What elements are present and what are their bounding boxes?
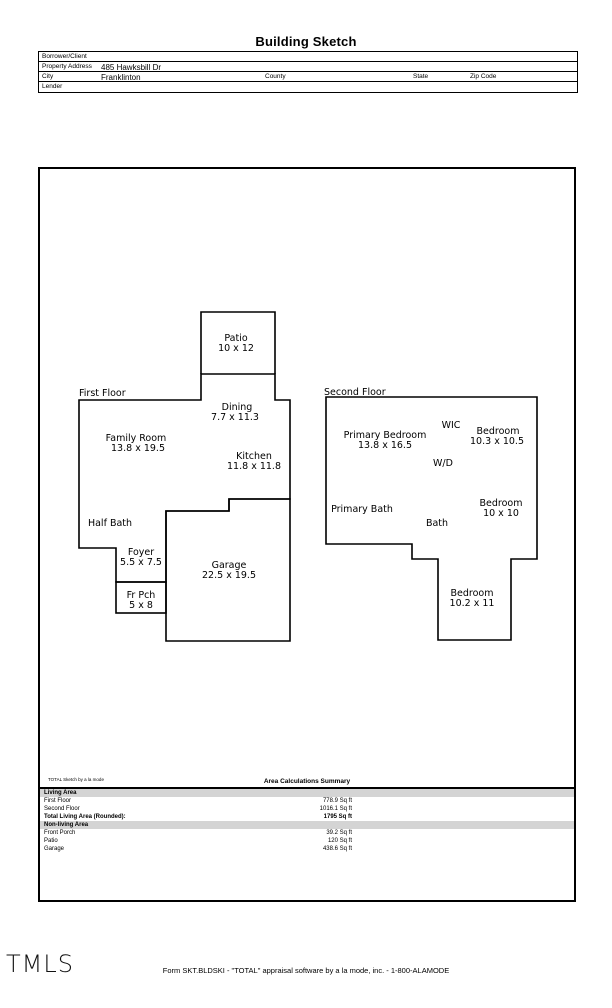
kitchen-size: 11.8 x 11.8 (227, 461, 281, 472)
borrower-label: Borrower/Client (42, 53, 87, 60)
second-floor-area-label: Second Floor (44, 806, 80, 812)
dining-size: 7.7 x 11.3 (211, 412, 259, 423)
borrower-row: Borrower/Client (39, 52, 577, 62)
state-label: State (413, 73, 429, 80)
address-row: Property Address 485 Hawksbill Dr (39, 62, 577, 72)
summary-title: Area Calculations Summary (263, 778, 351, 785)
second-floor-label: Second Floor (324, 387, 386, 398)
patio-area-value: 120 Sq ft (327, 838, 352, 844)
foyer-name: Foyer (128, 547, 154, 558)
front-porch-row: Front Porch 39.2 Sq ft (40, 829, 574, 837)
garage-area-label: Garage (44, 846, 65, 852)
second-floor-outline (325, 396, 538, 641)
tmls-logo: TMLS (6, 950, 74, 978)
foyer-size: 5.5 x 7.5 (120, 557, 162, 568)
second-floor-area-value: 1016.1 Sq ft (319, 806, 352, 812)
footer-text: Form SKT.BLDSKI - "TOTAL" appraisal soft… (162, 966, 450, 975)
bedroom-1-name: Bedroom (477, 426, 520, 437)
dining-name: Dining (222, 402, 253, 413)
header-table: Borrower/Client Property Address 485 Haw… (38, 51, 578, 93)
patio-size: 10 x 12 (218, 343, 254, 354)
total-living-label: Total Living Area (Rounded): (44, 814, 126, 820)
bath-name: Bath (426, 518, 448, 529)
garage-outline (165, 498, 291, 642)
bedroom-2-name: Bedroom (480, 498, 523, 509)
sketch-credit: TOTAL Sketch by a la mode (48, 777, 104, 782)
bedroom-2-size: 10 x 10 (483, 508, 519, 519)
family-room-name: Family Room (106, 433, 167, 444)
city-row: City Franklinton County State Zip Code (39, 72, 577, 82)
patio-outline (200, 311, 276, 374)
garage-size: 22.5 x 19.5 (202, 570, 256, 581)
front-porch-area-label: Front Porch (44, 830, 76, 836)
first-floor-row: First Floor 778.9 Sq ft (40, 797, 574, 805)
patio-name: Patio (224, 333, 247, 344)
garage-area-value: 438.6 Sq ft (322, 846, 352, 852)
first-floor-outline (78, 373, 291, 583)
city-label: City (42, 73, 54, 80)
wd-name: W/D (433, 458, 453, 469)
zip-label: Zip Code (470, 73, 497, 80)
primary-bedroom-name: Primary Bedroom (344, 430, 427, 441)
half-bath-name: Half Bath (88, 518, 132, 529)
first-floor-label: First Floor (79, 388, 126, 399)
garage-row: Garage 438.6 Sq ft (40, 845, 574, 853)
family-room-size: 13.8 x 19.5 (111, 443, 165, 454)
wic-name: WIC (442, 420, 461, 431)
sketch-frame (38, 167, 576, 902)
patio-row: Patio 120 Sq ft (40, 837, 574, 845)
front-porch-name: Fr Pch (127, 590, 156, 601)
non-living-area-header: Non-living Area (40, 821, 574, 829)
county-label: County (265, 73, 286, 80)
front-porch-size: 5 x 8 (129, 600, 153, 611)
primary-bath-name: Primary Bath (331, 504, 393, 515)
kitchen-name: Kitchen (236, 451, 272, 462)
living-area-header: Living Area (40, 789, 574, 797)
page-title: Building Sketch (255, 34, 357, 49)
front-porch-area-value: 39.2 Sq ft (326, 830, 352, 836)
first-floor-area-value: 778.9 Sq ft (322, 798, 352, 804)
bedroom-3-size: 10.2 x 11 (450, 598, 495, 609)
bedroom-1-size: 10.3 x 10.5 (470, 436, 524, 447)
address-label: Property Address (42, 63, 92, 70)
summary-table: Living Area First Floor 778.9 Sq ft Seco… (40, 787, 574, 853)
lender-label: Lender (42, 83, 63, 90)
total-living-row: Total Living Area (Rounded): 1795 Sq ft (40, 813, 574, 821)
address-value: 485 Hawksbill Dr (101, 63, 162, 72)
bedroom-3-name: Bedroom (451, 588, 494, 599)
total-living-value: 1795 Sq ft (323, 814, 352, 820)
garage-name: Garage (212, 560, 247, 571)
front-porch-outline (115, 581, 167, 614)
lender-row: Lender (39, 82, 577, 92)
first-floor-area-label: First Floor (44, 798, 71, 804)
patio-area-label: Patio (44, 838, 58, 844)
city-value: Franklinton (101, 73, 141, 82)
primary-bedroom-size: 13.8 x 16.5 (358, 440, 412, 451)
second-floor-row: Second Floor 1016.1 Sq ft (40, 805, 574, 813)
